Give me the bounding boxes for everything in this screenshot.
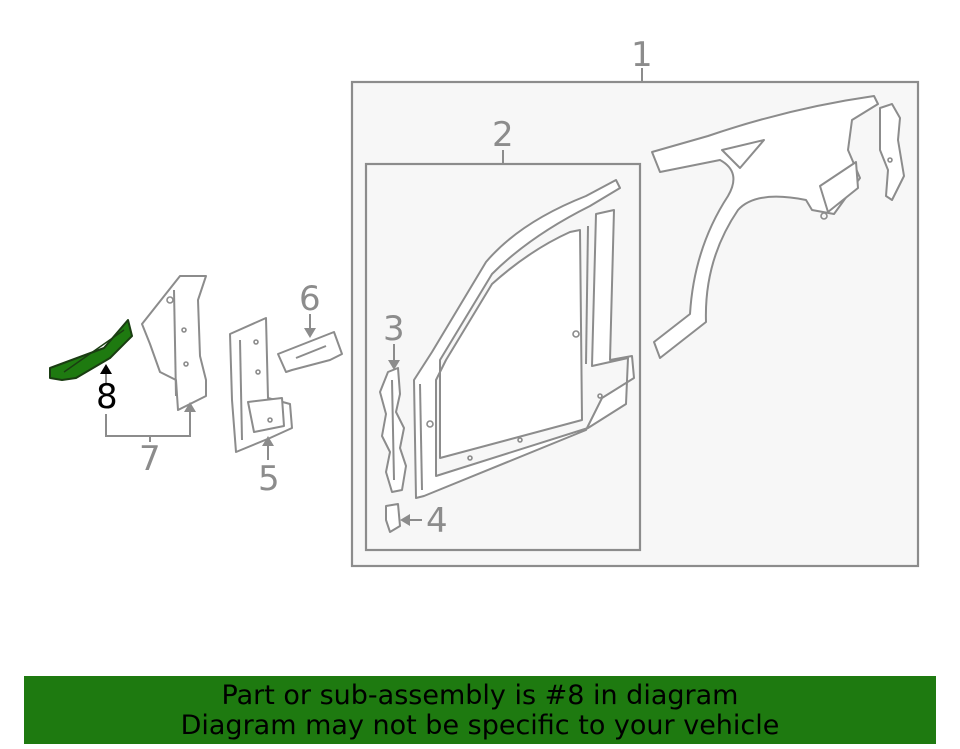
arrow-3 bbox=[388, 360, 400, 370]
inner-structure-7[interactable] bbox=[141, 275, 207, 411]
group-bracket-7 bbox=[105, 412, 191, 437]
arrow-6 bbox=[304, 328, 316, 338]
banner-line-2: Diagram may not be specific to your vehi… bbox=[180, 710, 780, 741]
callout-2[interactable]: 2 bbox=[492, 115, 514, 155]
body-side-outer-panel[interactable] bbox=[413, 179, 635, 499]
callout-8[interactable]: 8 bbox=[96, 377, 118, 417]
arrow-5 bbox=[262, 436, 274, 446]
arrow-7 bbox=[184, 402, 196, 412]
hinge-pillar-5[interactable] bbox=[229, 317, 293, 453]
arrow-8 bbox=[100, 364, 112, 374]
callout-5[interactable]: 5 bbox=[258, 459, 280, 499]
info-banner: Part or sub-assembly is #8 in diagram Di… bbox=[24, 676, 936, 744]
pillar-reinforcement-3[interactable] bbox=[379, 367, 407, 493]
callout-4[interactable]: 4 bbox=[426, 501, 448, 541]
callout-7[interactable]: 7 bbox=[139, 439, 161, 479]
highlighted-part-8[interactable] bbox=[49, 319, 133, 381]
bracket-6[interactable] bbox=[277, 331, 343, 373]
callout-1[interactable]: 1 bbox=[631, 35, 653, 75]
banner-line-1: Part or sub-assembly is #8 in diagram bbox=[221, 680, 739, 711]
callout-3[interactable]: 3 bbox=[383, 309, 405, 349]
arrow-4 bbox=[400, 514, 410, 526]
bracket-4[interactable] bbox=[385, 503, 401, 533]
quarter-panel[interactable] bbox=[651, 95, 905, 359]
callout-6[interactable]: 6 bbox=[299, 279, 321, 319]
